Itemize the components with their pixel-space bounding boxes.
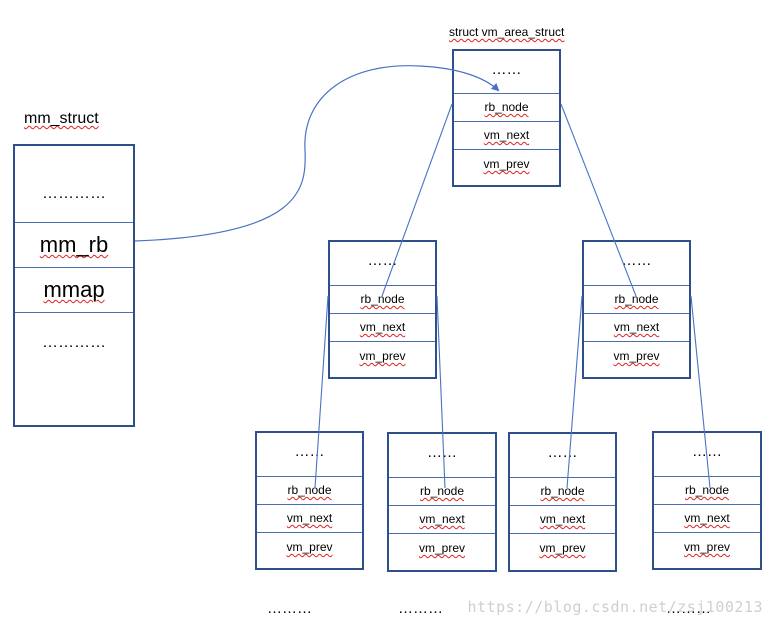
vma-field-vm-next: vm_next bbox=[584, 313, 689, 341]
watermark: https://blog.csdn.net/zsj100213 bbox=[467, 598, 763, 616]
vma-field-vm-prev: vm_prev bbox=[584, 341, 689, 377]
vma-field-rb-node: rb_node bbox=[654, 476, 760, 504]
vma-field-vm-prev: vm_prev bbox=[330, 341, 435, 377]
vma-field-ellipsis: …… bbox=[491, 61, 522, 78]
vma-node-leaf-3: …… rb_node vm_next vm_prev bbox=[508, 432, 617, 572]
vma-node-root: …… rb_node vm_next vm_prev bbox=[452, 49, 561, 187]
vma-field-vm-prev: vm_prev bbox=[454, 149, 559, 185]
mm-struct-box: ………… mm_rb mmap ………… bbox=[13, 144, 135, 427]
vma-node-leaf-2: …… rb_node vm_next vm_prev bbox=[387, 432, 497, 572]
mm-struct-field-ellipsis-top: ………… bbox=[42, 185, 106, 202]
vma-field-vm-prev: vm_prev bbox=[654, 532, 760, 568]
mm-struct-field-ellipsis-bottom: ………… bbox=[15, 312, 133, 425]
vma-field-vm-next: vm_next bbox=[510, 505, 615, 533]
vma-field-vm-next: vm_next bbox=[454, 121, 559, 149]
vma-field-ellipsis: …… bbox=[367, 252, 398, 269]
vma-node-leaf-1: …… rb_node vm_next vm_prev bbox=[255, 431, 364, 570]
vma-node-leaf-4: …… rb_node vm_next vm_prev bbox=[652, 431, 762, 570]
vma-field-ellipsis: …… bbox=[294, 443, 325, 460]
vma-field-rb-node: rb_node bbox=[510, 477, 615, 505]
mm-struct-field-mm-rb: mm_rb bbox=[15, 222, 133, 267]
vma-field-vm-prev: vm_prev bbox=[257, 532, 362, 568]
vma-field-vm-next: vm_next bbox=[257, 504, 362, 532]
vma-field-vm-next: vm_next bbox=[330, 313, 435, 341]
vma-struct-title: struct vm_area_struct bbox=[449, 25, 565, 39]
vma-field-rb-node: rb_node bbox=[389, 477, 495, 505]
vma-field-ellipsis: …… bbox=[427, 444, 457, 461]
vma-field-rb-node: rb_node bbox=[330, 285, 435, 313]
mm-rb-pointer-curve bbox=[134, 65, 500, 242]
vma-field-vm-prev: vm_prev bbox=[510, 533, 615, 570]
vma-field-ellipsis: …… bbox=[692, 443, 722, 460]
vma-field-rb-node: rb_node bbox=[584, 285, 689, 313]
vma-field-rb-node: rb_node bbox=[257, 476, 362, 504]
vma-field-vm-next: vm_next bbox=[389, 505, 495, 533]
vma-field-ellipsis: …… bbox=[621, 252, 652, 269]
vma-node-left: …… rb_node vm_next vm_prev bbox=[328, 240, 437, 379]
ellipsis-bottom-2: ……… bbox=[398, 600, 443, 617]
vma-node-right: …… rb_node vm_next vm_prev bbox=[582, 240, 691, 379]
vma-field-rb-node: rb_node bbox=[454, 93, 559, 121]
ellipsis-bottom-3: ……… bbox=[666, 600, 711, 617]
ellipsis-bottom-1: ……… bbox=[267, 600, 312, 617]
vma-field-vm-next: vm_next bbox=[654, 504, 760, 532]
vma-field-vm-prev: vm_prev bbox=[389, 533, 495, 570]
mm-struct-field-mmap: mmap bbox=[15, 267, 133, 312]
vma-field-ellipsis: …… bbox=[547, 444, 578, 461]
mm-struct-title: mm_struct bbox=[24, 110, 99, 127]
